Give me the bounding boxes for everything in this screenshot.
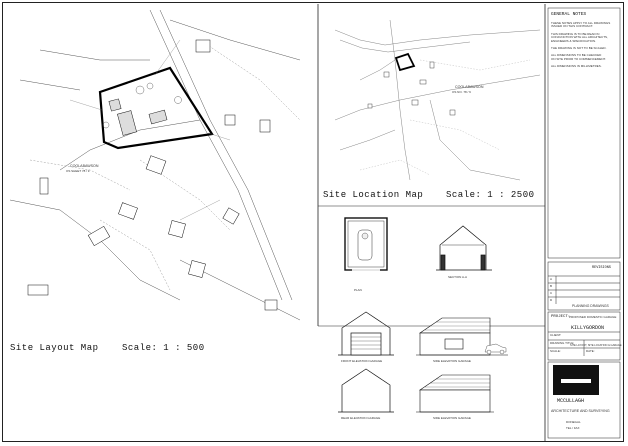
notes-line: ENGINEERS & SPECIFICATION. xyxy=(551,38,596,43)
sheet-border xyxy=(2,2,624,442)
notes-line: THESE NOTES APPLY TO ALL DRAWINGS xyxy=(551,21,611,25)
garage-section xyxy=(436,225,492,271)
firm-logo xyxy=(553,365,599,395)
site-layout-scale: Scale: 1 : 500 xyxy=(122,343,205,353)
location-roads xyxy=(334,19,541,181)
section-label: SECTION A-A xyxy=(448,275,468,279)
notes-line: ISSUED ON THIS CONTRACT. xyxy=(551,24,594,29)
drawing-title-value: SITE LAYOUT, SITE LOCATION & GARAGE xyxy=(570,344,622,347)
revisions-heading: REVISIONS xyxy=(592,266,611,270)
notes-line: ALL DIMENSIONS TO BE CHECKED xyxy=(551,53,602,58)
scale-label: SCALE: xyxy=(550,349,561,353)
neighbour-houses xyxy=(27,39,278,311)
front-elevation-label: FRONT ELEVATION GARAGE xyxy=(341,359,383,363)
project-line: PROPOSED DOMESTIC GARAGE xyxy=(569,315,617,319)
car-outline xyxy=(484,343,507,355)
location-site-marker xyxy=(394,52,416,72)
location-map-sheet: OS NO. 78 / 9 xyxy=(452,90,471,94)
date-label: DATE: xyxy=(586,349,595,353)
side-elevation-2 xyxy=(416,374,494,413)
notes-line: CONJUNCTION WITH ALL ARCHITECTS, xyxy=(551,35,608,40)
site-boundary xyxy=(98,66,214,150)
notes-line: THIS DRAWING IS TO BE READ IN xyxy=(551,31,600,36)
front-elevation xyxy=(338,311,394,356)
location-buildings xyxy=(367,61,456,116)
titleblock-lines xyxy=(547,7,621,439)
plan-label: PLAN xyxy=(354,288,362,292)
side-elevation-label: SIDE ELEVATION GARAGE xyxy=(433,359,471,363)
project-heading: PROJECT: xyxy=(551,315,571,319)
notes-list: THESE NOTES APPLY TO ALL DRAWINGS ISSUED… xyxy=(551,21,617,69)
location-fields xyxy=(359,59,531,176)
location-map-ref: COOLABAWSON xyxy=(455,85,484,89)
rear-elevation-label: REAR ELEVATION GARAGE xyxy=(341,416,381,420)
site-location-title: Site Location Map xyxy=(323,190,424,200)
revision-row: B xyxy=(550,284,553,288)
trees xyxy=(102,82,182,129)
side-elevation-2-label: SIDE ELEVATION GARAGE xyxy=(433,416,471,420)
field-boundaries xyxy=(29,39,301,291)
revision-row: C xyxy=(550,291,553,295)
client-label: CLIENT: xyxy=(550,333,562,337)
notes-line: ALL DIMENSIONS IN MILLIMETRES. xyxy=(551,64,602,69)
firm-name: MCCULLAGH xyxy=(557,398,585,404)
revision-row: D xyxy=(550,298,553,302)
drawing-title-label: DRAWING TITLE: xyxy=(550,341,575,345)
logo-stripe xyxy=(561,379,591,383)
notes-line: THE DRAWING IS NOT TO BE SCALED. xyxy=(551,46,607,51)
leader-lines xyxy=(69,39,231,221)
project-location: KILLYGORDON xyxy=(571,325,605,331)
site-location-scale: Scale: 1 : 2500 xyxy=(446,190,535,200)
garage-plan xyxy=(344,217,388,271)
revision-row: A xyxy=(550,277,553,281)
revision-status: PLANNING DRAWINGS xyxy=(572,304,609,308)
site-buildings xyxy=(108,98,168,136)
firm-address: DONEGAL xyxy=(566,420,581,424)
rear-elevation xyxy=(338,368,394,413)
notes-heading: GENERAL NOTES xyxy=(551,12,587,17)
site-layout-title: Site Layout Map xyxy=(10,343,99,353)
layout-map-sheet: OS SHEET 78 / 9 xyxy=(66,169,90,173)
layout-map-ref: COOLABAWSON xyxy=(70,164,99,168)
side-elevation xyxy=(416,317,508,356)
notes-line: ON SITE PRIOR TO COMMENCEMENT. xyxy=(551,56,606,61)
firm-tagline: ARCHITECTURE AND SURVEYING xyxy=(551,409,610,413)
firm-contact: TEL / FAX xyxy=(566,426,580,430)
